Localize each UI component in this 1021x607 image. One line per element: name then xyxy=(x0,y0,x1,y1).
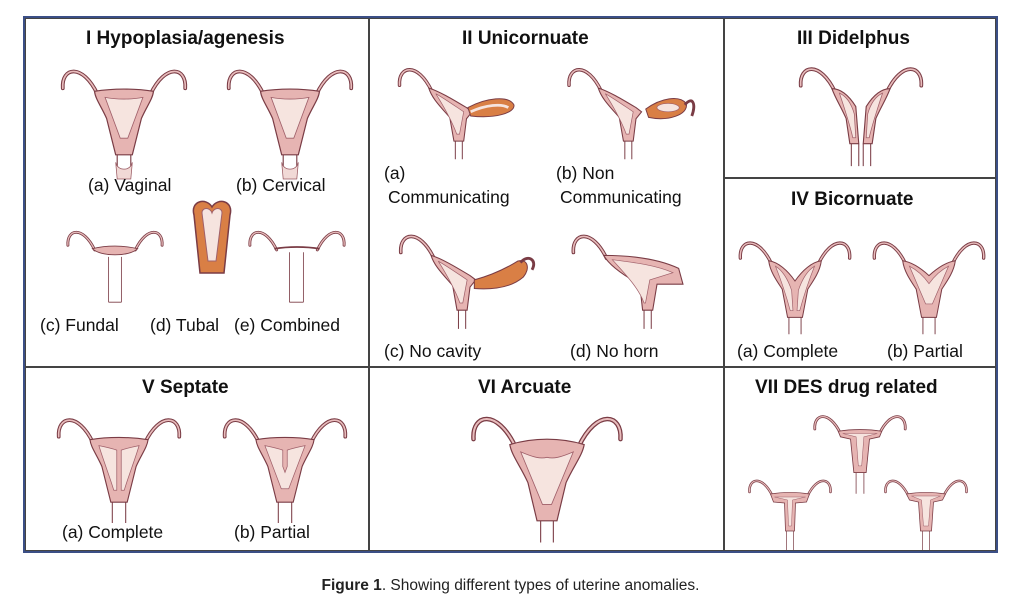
figure-caption-label: Figure 1 xyxy=(321,577,382,594)
caption-cervical: (b) Cervical xyxy=(236,175,326,195)
caption-noncommunicating: Communicating xyxy=(560,187,682,207)
illustration-septate-partial xyxy=(222,418,348,524)
panel-des-drug-related: VII DES drug related xyxy=(724,367,996,551)
illustration-noncommunicating-horn xyxy=(546,49,696,169)
panel-title: III Didelphus xyxy=(797,28,910,49)
panel-arcuate: VI Arcuate xyxy=(369,367,724,551)
figure-caption: Figure 1. Showing different types of ute… xyxy=(0,577,1021,595)
panel-didelphus: III Didelphus xyxy=(724,18,996,178)
caption-vaginal: (a) Vaginal xyxy=(88,175,172,195)
caption-bicornuate-complete: (a) Complete xyxy=(737,341,839,361)
illustration-arcuate xyxy=(412,392,682,543)
caption-no-cavity: (c) No cavity xyxy=(384,341,482,361)
panel-title: I Hypoplasia/agenesis xyxy=(86,28,285,49)
panel-bicornuate: IV Bicornuate (a) Complete (b) Partial xyxy=(724,178,996,367)
illustration-didelphus xyxy=(761,47,961,175)
panel-title: V Septate xyxy=(142,377,229,398)
caption-fundal: (c) Fundal xyxy=(40,315,119,335)
illustration-tubal-agenesis xyxy=(192,200,232,274)
caption-septate-complete: (a) Complete xyxy=(62,522,164,542)
panel-title: II Unicornuate xyxy=(462,28,589,49)
illustration-des-bottom-left xyxy=(748,479,832,550)
caption-septate-partial: (b) Partial xyxy=(234,522,310,542)
illustration-cervical-agenesis xyxy=(210,49,370,179)
caption-communicating: Communicating xyxy=(388,187,510,207)
panel-hypoplasia: I Hypoplasia/agenesis (a) Vaginal (b) Ce… xyxy=(25,18,369,367)
caption-communicating-letter: (a) xyxy=(384,163,406,183)
panel-title: VI Arcuate xyxy=(478,377,572,398)
illustration-des-top xyxy=(813,415,907,494)
illustration-bicornuate-partial xyxy=(872,241,986,335)
illustration-bicornuate-complete xyxy=(738,241,852,335)
illustration-fundal-agenesis xyxy=(66,230,164,303)
figure-caption-text: . Showing different types of uterine ano… xyxy=(381,577,700,594)
illustration-no-cavity-horn xyxy=(380,215,536,339)
illustration-combined-agenesis xyxy=(248,230,346,303)
illustration-septate-complete xyxy=(56,418,182,524)
caption-noncommunicating-letter: (b) Non xyxy=(556,163,615,183)
caption-bicornuate-partial: (b) Partial xyxy=(887,341,963,361)
figure-frame: I Hypoplasia/agenesis (a) Vaginal (b) Ce… xyxy=(23,16,998,553)
panel-septate: V Septate (a) Complete (b) Partial xyxy=(25,367,369,551)
panel-title: VII DES drug related xyxy=(755,377,938,398)
illustration-vaginal-agenesis xyxy=(44,49,204,179)
panel-title: IV Bicornuate xyxy=(791,189,914,210)
illustration-des-bottom-right xyxy=(884,479,968,550)
panel-unicornuate: II Unicornuate (a) Communicating (b) Non… xyxy=(369,18,724,367)
caption-no-horn: (d) No horn xyxy=(570,341,659,361)
caption-combined: (e) Combined xyxy=(234,315,341,335)
caption-tubal: (d) Tubal xyxy=(150,315,220,335)
illustration-communicating-horn xyxy=(378,49,515,169)
illustration-no-horn xyxy=(571,234,684,329)
